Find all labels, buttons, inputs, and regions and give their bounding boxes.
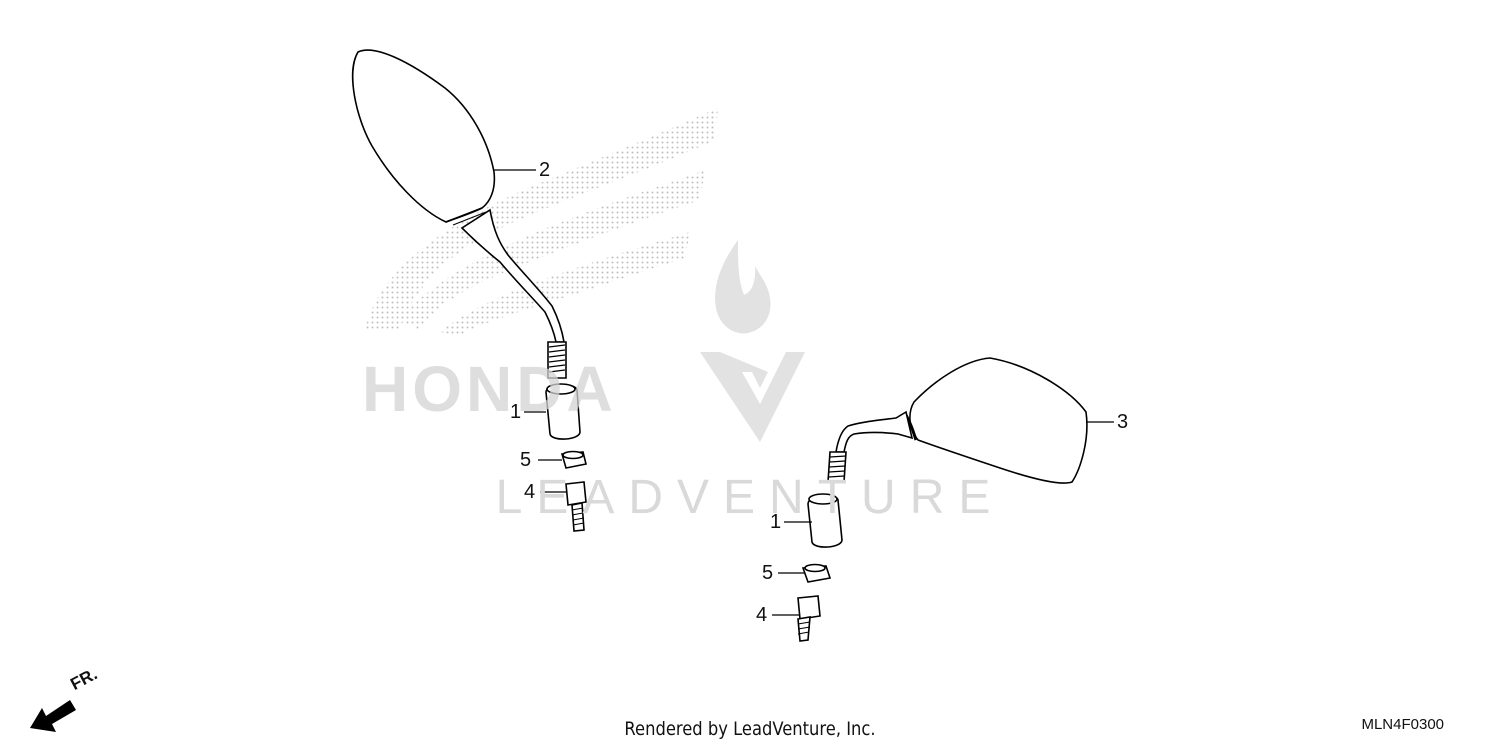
callout-2: 2: [539, 159, 551, 181]
leadventure-logo-watermark: [700, 240, 805, 442]
right-mirror-head: [909, 357, 1088, 484]
leader-lines: [494, 169, 1114, 616]
callout-3: 3: [1117, 411, 1129, 433]
callout-4-left: 4: [524, 481, 536, 503]
front-direction-arrow-icon: [30, 700, 76, 732]
diagram-code: MLN4F0300: [1361, 716, 1444, 733]
footer-credit: Rendered by LeadVenture, Inc.: [624, 718, 876, 740]
left-mirror-head: [351, 49, 496, 223]
brand-wing-watermark: [365, 108, 718, 335]
left-bolt: [565, 481, 587, 506]
callout-5-right: 5: [762, 562, 774, 584]
callout-5-left: 5: [520, 449, 532, 471]
leadventure-watermark-text: LEADVENTURE: [495, 471, 1005, 524]
honda-watermark-text: HONDA: [362, 353, 617, 425]
right-mirror-assembly: [797, 357, 1088, 642]
right-bolt: [797, 595, 821, 620]
right-mirror-stem: [835, 410, 914, 453]
callout-4-right: 4: [756, 604, 768, 626]
callout-1-left: 1: [510, 401, 522, 423]
left-mirror-assembly: [351, 49, 587, 532]
callout-1-right: 1: [770, 511, 782, 533]
